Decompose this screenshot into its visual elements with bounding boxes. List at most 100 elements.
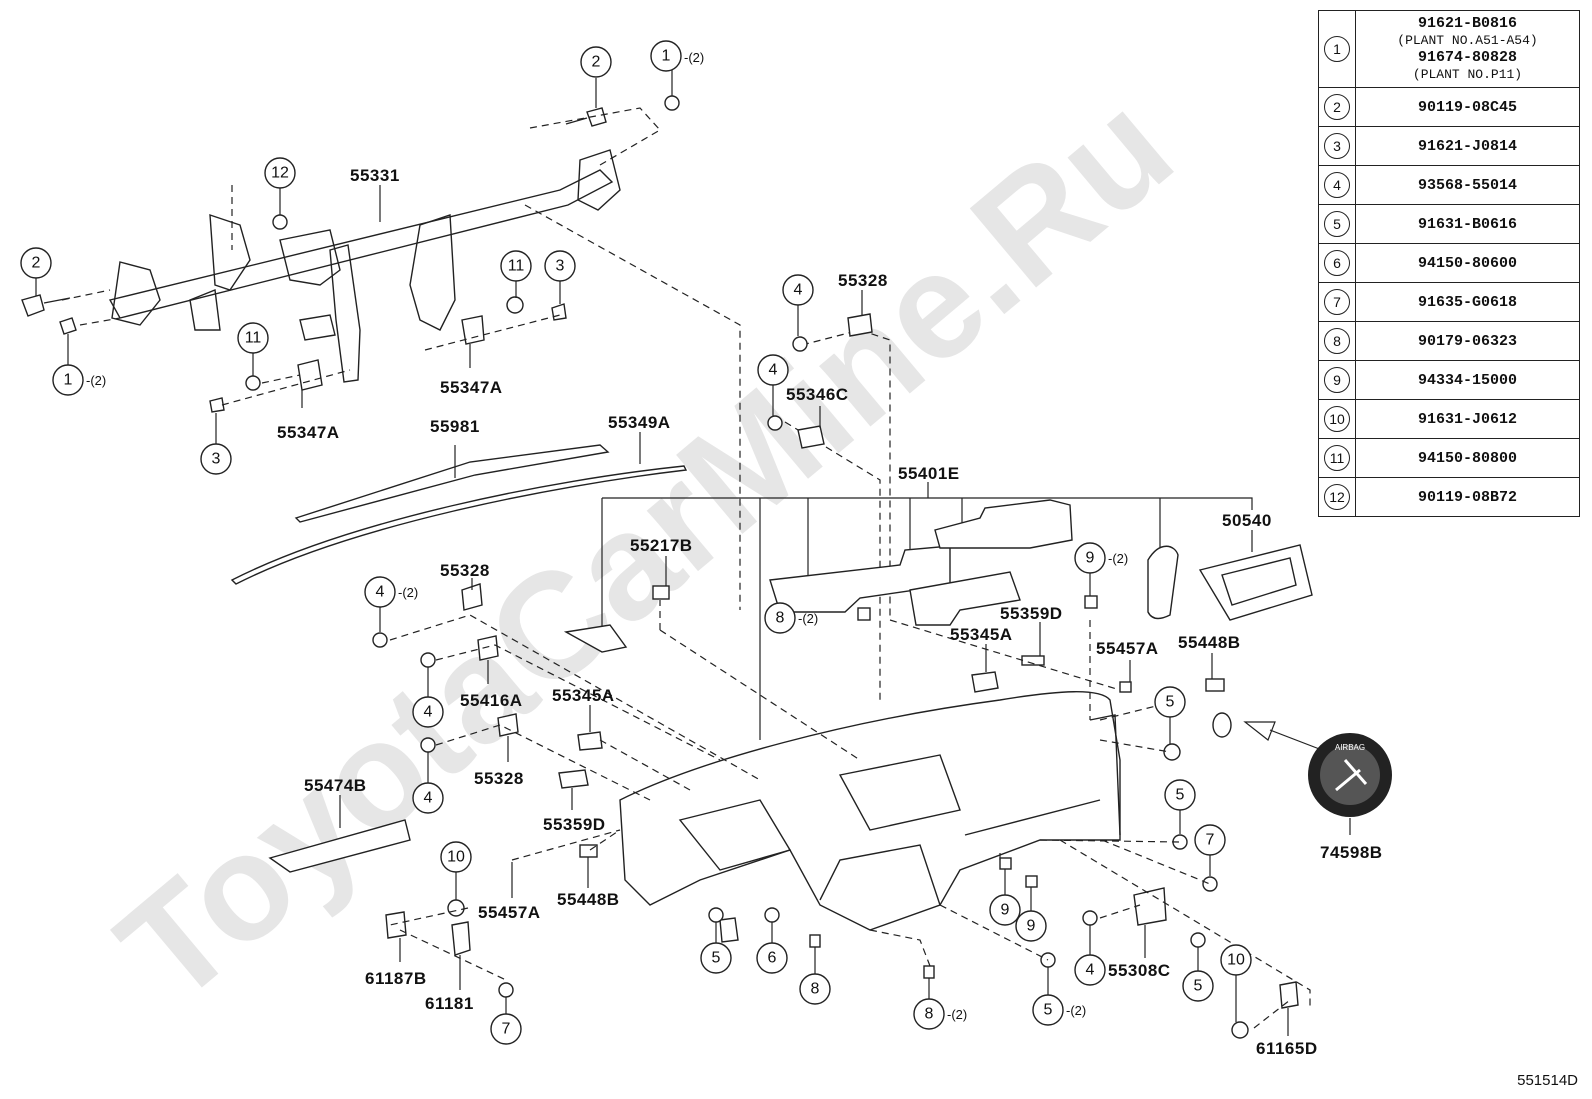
- svg-text:12: 12: [271, 165, 289, 182]
- bolt-icon: [372, 336, 1249, 1039]
- legend-part-number: 91631-B0616: [1417, 215, 1518, 233]
- callout-11: 11: [237, 322, 269, 354]
- svg-text:2: 2: [32, 255, 41, 272]
- callout-7: 7: [1194, 824, 1226, 856]
- legend-part-number: 91631-J0612: [1417, 410, 1518, 428]
- svg-text:1: 1: [64, 372, 73, 389]
- svg-text:5: 5: [1166, 694, 1175, 711]
- legend-part-number: (PLANT NO.A51-A54): [1397, 33, 1538, 48]
- callout-7: 7: [490, 1013, 522, 1045]
- legend-number: 4: [1324, 172, 1350, 198]
- label-50540: 50540: [1222, 511, 1272, 530]
- label-55345a: 55345A: [552, 686, 615, 705]
- svg-text:5: 5: [1194, 978, 1203, 995]
- svg-text:4: 4: [794, 282, 803, 299]
- callout-4: 4: [1074, 954, 1106, 986]
- svg-text:4: 4: [424, 790, 433, 807]
- register-50540: [1198, 544, 1313, 621]
- callout-8: 8: [764, 602, 796, 634]
- legend-part-number: 90119-08B72: [1417, 488, 1518, 506]
- callout-10: 10: [1220, 944, 1252, 976]
- label-55347a: 55347A: [440, 378, 503, 397]
- callout-5: 5: [1154, 686, 1186, 718]
- svg-text:8: 8: [925, 1006, 934, 1023]
- label-55308c: 55308C: [1108, 961, 1171, 980]
- legend-part-number: 91621-B0816: [1417, 15, 1518, 32]
- label-55328: 55328: [440, 561, 490, 580]
- label-55457a: 55457A: [1096, 639, 1159, 658]
- silencer-pads: [563, 499, 1313, 653]
- callout-12: 12: [264, 157, 296, 189]
- svg-text:2: 2: [592, 54, 601, 71]
- qty-note: -(2): [684, 50, 704, 65]
- legend-number: 11: [1324, 445, 1350, 471]
- strip-55349a: [230, 465, 688, 585]
- label-61165d: 61165D: [1256, 1039, 1318, 1058]
- legend-part-number: (PLANT NO.P11): [1412, 67, 1523, 82]
- figure-id: 551514D: [1517, 1072, 1578, 1089]
- leader-lines: [35, 68, 1289, 1036]
- callout-5: 5: [700, 942, 732, 974]
- svg-text:9: 9: [1086, 550, 1095, 567]
- callouts: 2 1 -(2) 12 2 1 -(2) 11 11 3 3 4 4 9 -(2…: [20, 40, 1252, 1045]
- callout-2: 2: [580, 46, 612, 78]
- legend-part-number: 90179-06323: [1417, 332, 1518, 350]
- instrument-panel: [619, 691, 1121, 943]
- bracket-55347a-left: [297, 359, 323, 391]
- legend-number: 6: [1324, 250, 1350, 276]
- legend-number: 1: [1324, 36, 1350, 62]
- label-55359d: 55359D: [543, 815, 606, 834]
- legend-number: 2: [1324, 94, 1350, 120]
- svg-text:4: 4: [424, 704, 433, 721]
- qty-note: -(2): [86, 373, 106, 388]
- callout-5: 5: [1164, 779, 1196, 811]
- legend-number: 10: [1324, 406, 1350, 432]
- label-55347a: 55347A: [277, 423, 340, 442]
- callout-11: 11: [500, 250, 532, 282]
- svg-text:9: 9: [1027, 918, 1036, 935]
- label-55346c: 55346C: [786, 385, 849, 404]
- legend-row: 1 91621-B0816(PLANT NO.A51-A54)91674-8082…: [1318, 10, 1580, 88]
- callout-8: 8: [799, 973, 831, 1005]
- dashed-connectors: [61, 107, 891, 700]
- label-55457a: 55457A: [478, 903, 541, 922]
- callout-1: 1: [52, 364, 84, 396]
- qty-note: -(2): [1108, 551, 1128, 566]
- qty-note: -(2): [1066, 1003, 1086, 1018]
- legend-row: 10 91631-J0612: [1318, 399, 1580, 439]
- label-55217b: 55217B: [630, 536, 693, 555]
- legend-part-number: 93568-55014: [1417, 176, 1518, 194]
- brace-55474b: [268, 819, 411, 873]
- callout-9: 9: [1074, 542, 1106, 574]
- callout-4: 4: [757, 354, 789, 386]
- callout-4: 4: [782, 274, 814, 306]
- legend-row: 4 93568-55014: [1318, 165, 1580, 205]
- svg-text:3: 3: [212, 451, 221, 468]
- airbag-label-icon: AIRBAG: [1308, 733, 1392, 817]
- bolt-icon: [21, 95, 680, 413]
- label-55328: 55328: [474, 769, 524, 788]
- callout-1: 1: [650, 40, 682, 72]
- callout-10: 10: [440, 841, 472, 873]
- callout-4: 4: [364, 576, 396, 608]
- legend-part-number: 91621-J0814: [1417, 137, 1518, 155]
- qty-note: -(2): [947, 1007, 967, 1022]
- svg-text:8: 8: [776, 610, 785, 627]
- callout-4: 4: [412, 782, 444, 814]
- svg-text:8: 8: [811, 981, 820, 998]
- callout-8: 8: [913, 998, 945, 1030]
- label-55349a: 55349A: [608, 413, 671, 432]
- legend-part-number: 91674-80828: [1417, 49, 1518, 66]
- label-55474b: 55474B: [304, 776, 367, 795]
- label-74598b: 74598B: [1320, 843, 1383, 862]
- svg-text:11: 11: [245, 330, 262, 347]
- svg-text:5: 5: [1176, 787, 1185, 804]
- svg-text:4: 4: [769, 362, 778, 379]
- svg-text:4: 4: [376, 584, 385, 601]
- svg-text:6: 6: [768, 950, 777, 967]
- legend-part-number: 94150-80600: [1417, 254, 1518, 272]
